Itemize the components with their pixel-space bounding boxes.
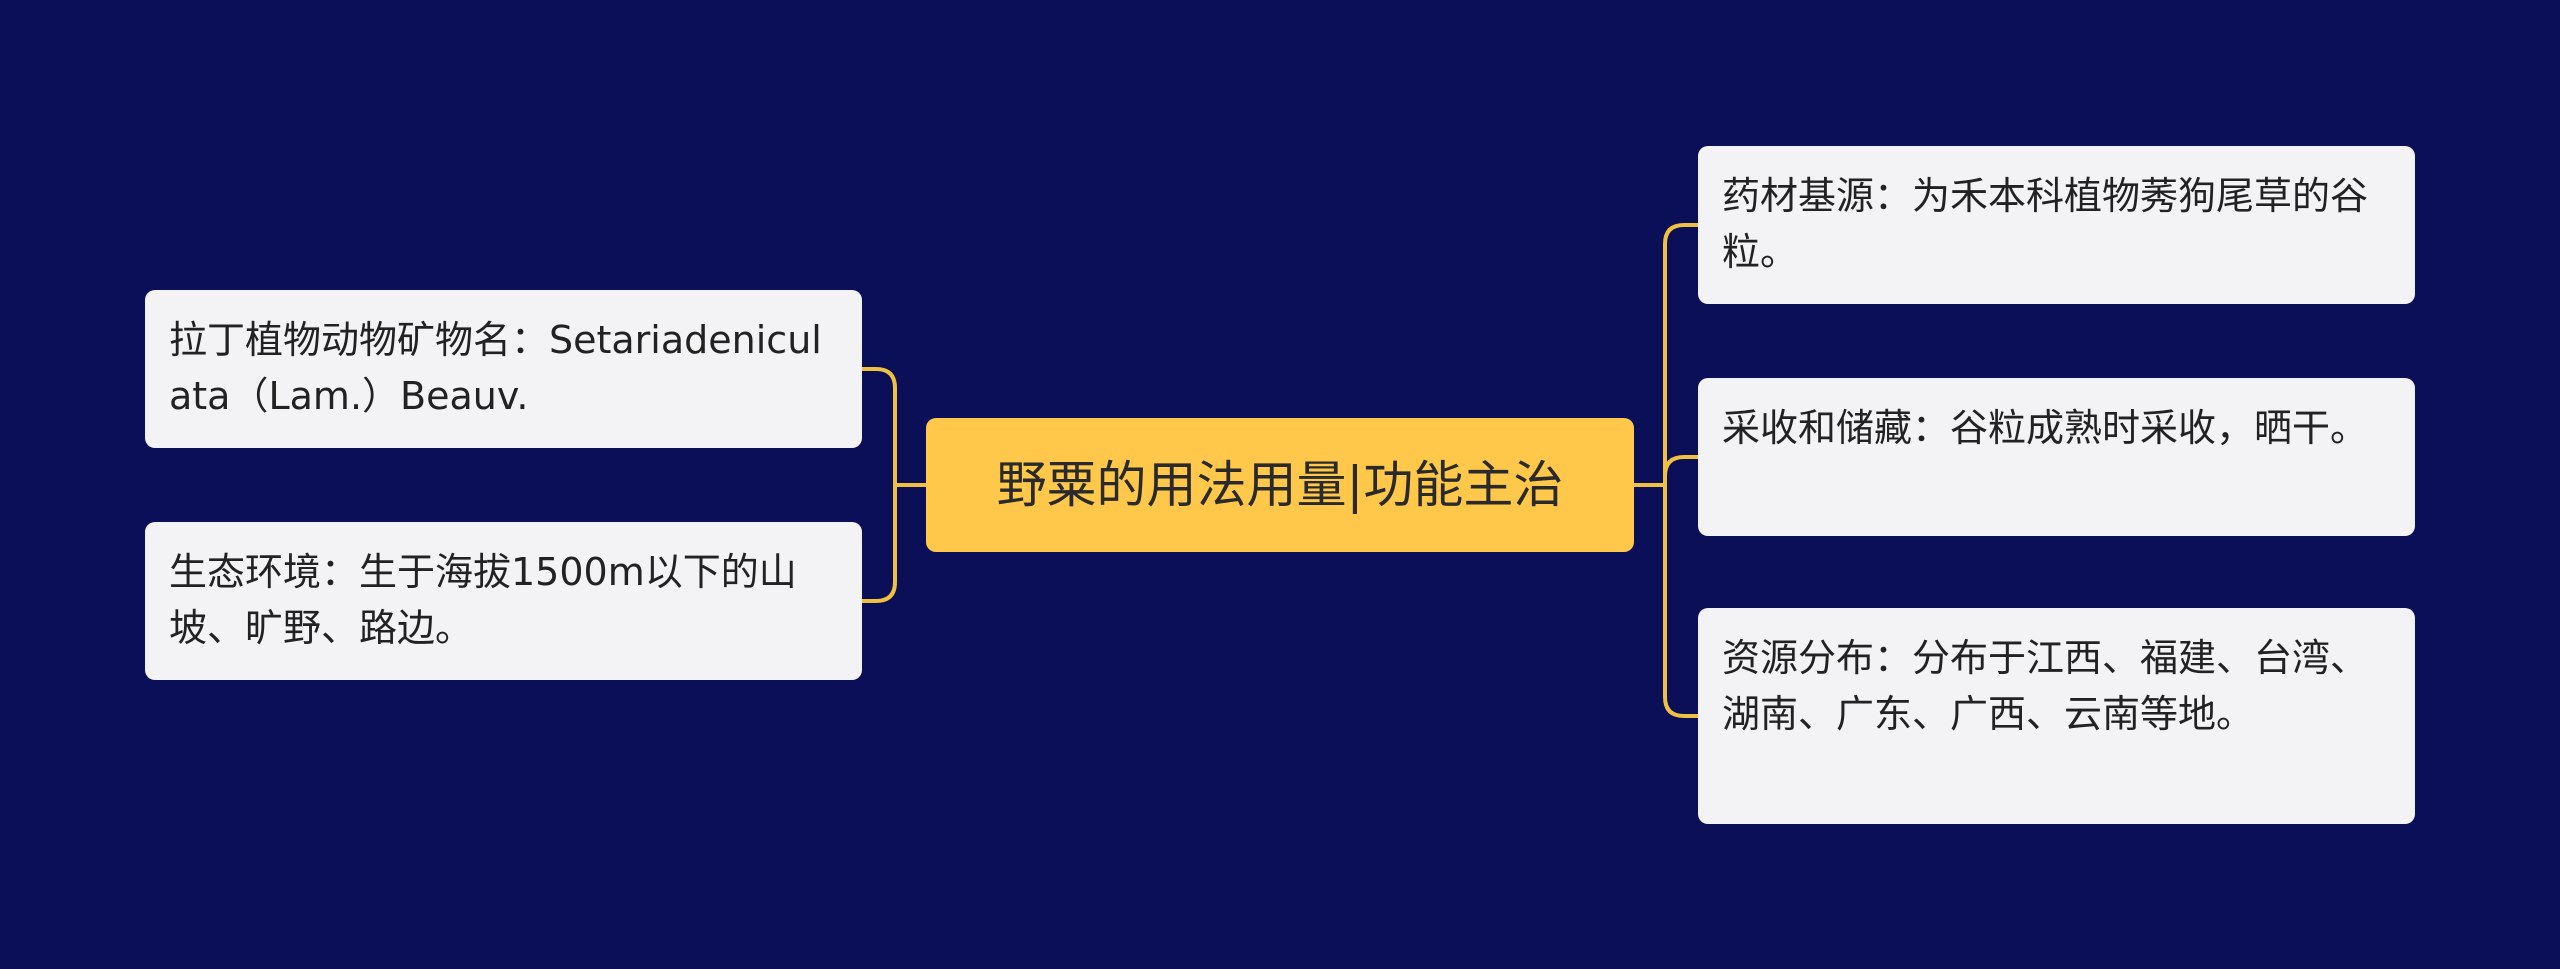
connector-right-1 — [1663, 223, 1700, 487]
topic-medicinal-source[interactable]: 药材基源：为禾本科植物莠狗尾草的谷粒。 — [1698, 146, 2415, 304]
topic-harvest-storage[interactable]: 采收和储藏：谷粒成熟时采收，晒干。 — [1698, 378, 2415, 536]
connector-left-1 — [860, 367, 897, 487]
connector-left-2 — [860, 483, 897, 603]
topic-medicinal-source-text: 药材基源：为禾本科植物莠狗尾草的谷粒。 — [1722, 174, 2369, 274]
topic-habitat-text: 生态环境：生于海拔1500m以下的山坡、旷野、路边。 — [169, 550, 797, 650]
topic-distribution[interactable]: 资源分布：分布于江西、福建、台湾、湖南、广东、广西、云南等地。 — [1698, 608, 2415, 824]
topic-distribution-text: 资源分布：分布于江西、福建、台湾、湖南、广东、广西、云南等地。 — [1722, 636, 2369, 736]
topic-latin-name-text: 拉丁植物动物矿物名：Setariadeniculata（Lam.）Beauv. — [169, 318, 822, 418]
topic-harvest-storage-text: 采收和储藏：谷粒成熟时采收，晒干。 — [1722, 406, 2369, 450]
central-topic-label: 野粟的用法用量|功能主治 — [996, 456, 1564, 514]
topic-habitat[interactable]: 生态环境：生于海拔1500m以下的山坡、旷野、路边。 — [145, 522, 862, 680]
central-topic[interactable]: 野粟的用法用量|功能主治 — [926, 418, 1634, 552]
topic-latin-name[interactable]: 拉丁植物动物矿物名：Setariadeniculata（Lam.）Beauv. — [145, 290, 862, 448]
connector-right-3 — [1663, 483, 1700, 718]
connector-right-2 — [1663, 455, 1700, 487]
